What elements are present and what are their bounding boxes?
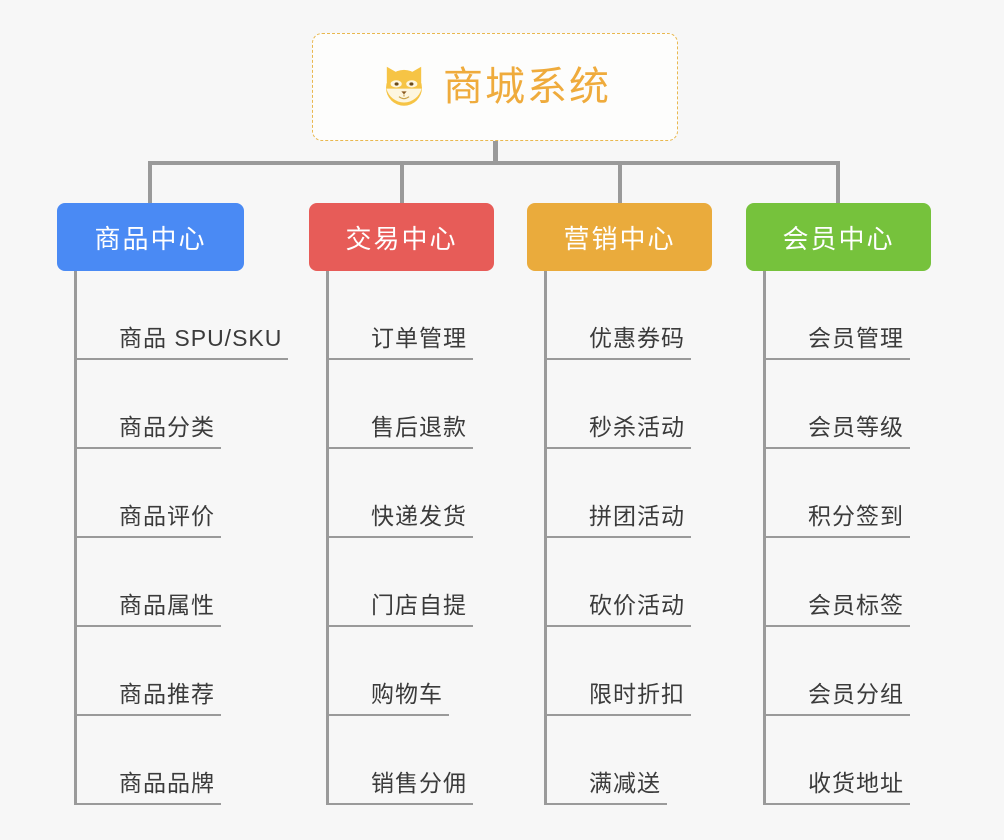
- list-item[interactable]: 门店自提: [329, 538, 494, 627]
- list-item[interactable]: 商品评价: [77, 449, 288, 538]
- list-item[interactable]: 积分签到: [766, 449, 931, 538]
- list-item[interactable]: 商品分类: [77, 360, 288, 449]
- leaf-label: 门店自提: [365, 592, 473, 627]
- list-item[interactable]: 秒杀活动: [547, 360, 712, 449]
- leaf-label: 会员管理: [802, 325, 910, 360]
- category-header-label: 营销中心: [563, 223, 676, 254]
- leaf-list-marketing: 优惠券码 秒杀活动 拼团活动 砍价活动 限时折扣 满减送: [544, 271, 712, 805]
- list-item[interactable]: 商品品牌: [77, 716, 288, 805]
- shiba-dog-icon: [386, 66, 422, 106]
- list-item[interactable]: 优惠券码: [547, 271, 712, 360]
- leaf-list-trade: 订单管理 售后退款 快递发货 门店自提 购物车 销售分佣: [326, 271, 494, 805]
- leaf-label: 收货地址: [802, 770, 910, 805]
- category-header-marketing[interactable]: 营销中心: [527, 203, 712, 271]
- connector-drop-3: [618, 161, 622, 205]
- category-header-member[interactable]: 会员中心: [746, 203, 931, 271]
- leaf-label: 商品推荐: [113, 681, 221, 716]
- category-header-product[interactable]: 商品中心: [57, 203, 244, 271]
- list-item[interactable]: 会员管理: [766, 271, 931, 360]
- leaf-label: 购物车: [365, 681, 449, 716]
- leaf-label: 限时折扣: [583, 681, 691, 716]
- connector-drop-4: [836, 161, 840, 205]
- list-item[interactable]: 会员等级: [766, 360, 931, 449]
- connector-drop-2: [400, 161, 404, 205]
- leaf-label: 订单管理: [365, 325, 473, 360]
- leaf-label: 优惠券码: [583, 325, 691, 360]
- category-column-trade: 交易中心 订单管理 售后退款 快递发货 门店自提 购物车 销售分佣: [309, 203, 494, 805]
- leaf-label: 满减送: [583, 770, 667, 805]
- leaf-label: 售后退款: [365, 414, 473, 449]
- list-item[interactable]: 收货地址: [766, 716, 931, 805]
- list-item[interactable]: 订单管理: [329, 271, 494, 360]
- leaf-list-member: 会员管理 会员等级 积分签到 会员标签 会员分组 收货地址: [763, 271, 931, 805]
- list-item[interactable]: 商品属性: [77, 538, 288, 627]
- category-header-label: 商品中心: [94, 223, 207, 254]
- leaf-label: 商品评价: [113, 503, 221, 538]
- list-item[interactable]: 会员分组: [766, 627, 931, 716]
- list-item[interactable]: 商品推荐: [77, 627, 288, 716]
- leaf-label: 销售分佣: [365, 770, 473, 805]
- list-item[interactable]: 商品 SPU/SKU: [77, 271, 289, 360]
- list-item[interactable]: 购物车: [329, 627, 494, 716]
- root-title: 商城系统: [443, 65, 611, 109]
- list-item[interactable]: 快递发货: [329, 449, 494, 538]
- leaf-label: 会员等级: [802, 414, 910, 449]
- list-item[interactable]: 售后退款: [329, 360, 494, 449]
- list-item[interactable]: 会员标签: [766, 538, 931, 627]
- root-node[interactable]: 商城系统: [312, 33, 678, 141]
- list-item[interactable]: 拼团活动: [547, 449, 712, 538]
- leaf-label: 商品 SPU/SKU: [113, 325, 289, 360]
- category-header-label: 会员中心: [782, 223, 895, 254]
- list-item[interactable]: 销售分佣: [329, 716, 494, 805]
- category-column-marketing: 营销中心 优惠券码 秒杀活动 拼团活动 砍价活动 限时折扣 满减送: [527, 203, 712, 805]
- connector-bus: [150, 161, 840, 165]
- leaf-label: 秒杀活动: [583, 414, 691, 449]
- leaf-label: 会员标签: [802, 592, 910, 627]
- category-header-label: 交易中心: [345, 223, 458, 254]
- connector-root-stem: [493, 141, 498, 165]
- leaf-label: 商品属性: [113, 592, 221, 627]
- category-header-trade[interactable]: 交易中心: [309, 203, 494, 271]
- list-item[interactable]: 满减送: [547, 716, 712, 805]
- leaf-label: 快递发货: [365, 503, 473, 538]
- leaf-label: 砍价活动: [583, 592, 691, 627]
- leaf-label: 商品分类: [113, 414, 221, 449]
- category-column-member: 会员中心 会员管理 会员等级 积分签到 会员标签 会员分组 收货地址: [746, 203, 931, 805]
- list-item[interactable]: 限时折扣: [547, 627, 712, 716]
- leaf-label: 会员分组: [802, 681, 910, 716]
- connector-drop-1: [148, 161, 152, 205]
- leaf-label: 积分签到: [802, 503, 910, 538]
- list-item[interactable]: 砍价活动: [547, 538, 712, 627]
- leaf-label: 拼团活动: [583, 503, 691, 538]
- category-column-product: 商品中心 商品 SPU/SKU 商品分类 商品评价 商品属性 商品推荐 商品品牌: [57, 203, 289, 805]
- leaf-list-product: 商品 SPU/SKU 商品分类 商品评价 商品属性 商品推荐 商品品牌: [74, 271, 289, 805]
- leaf-label: 商品品牌: [113, 770, 221, 805]
